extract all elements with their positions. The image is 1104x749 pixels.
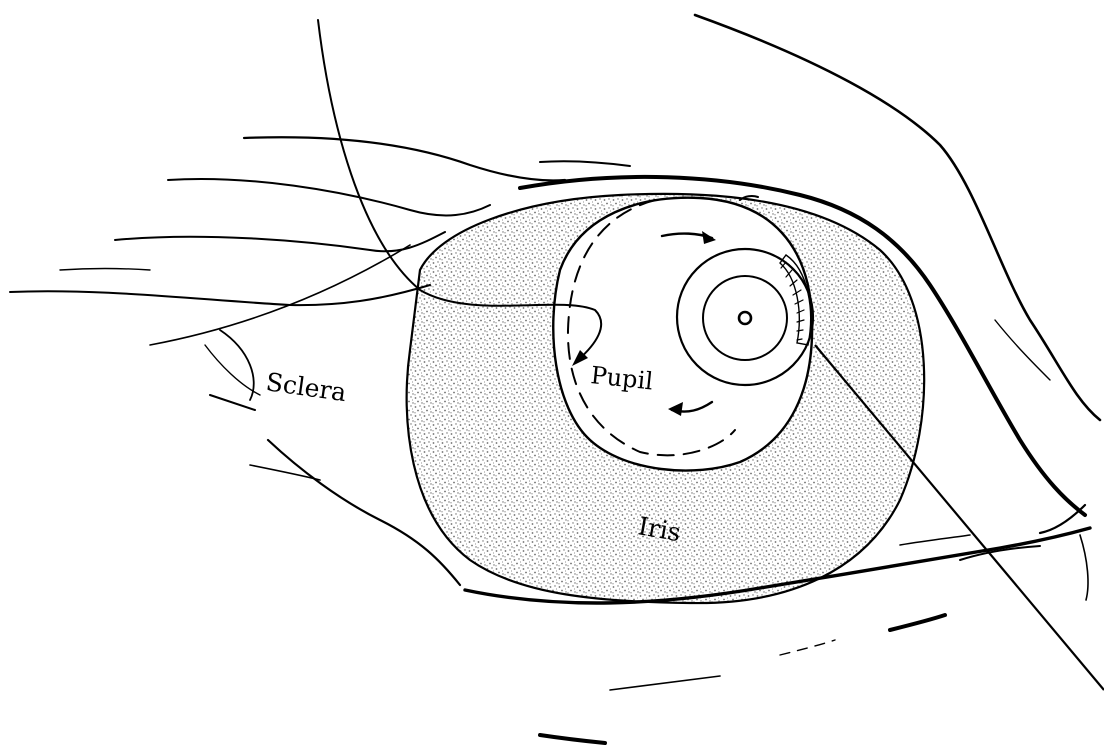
sclera-label: Sclera — [264, 367, 348, 407]
pupil — [553, 198, 812, 471]
